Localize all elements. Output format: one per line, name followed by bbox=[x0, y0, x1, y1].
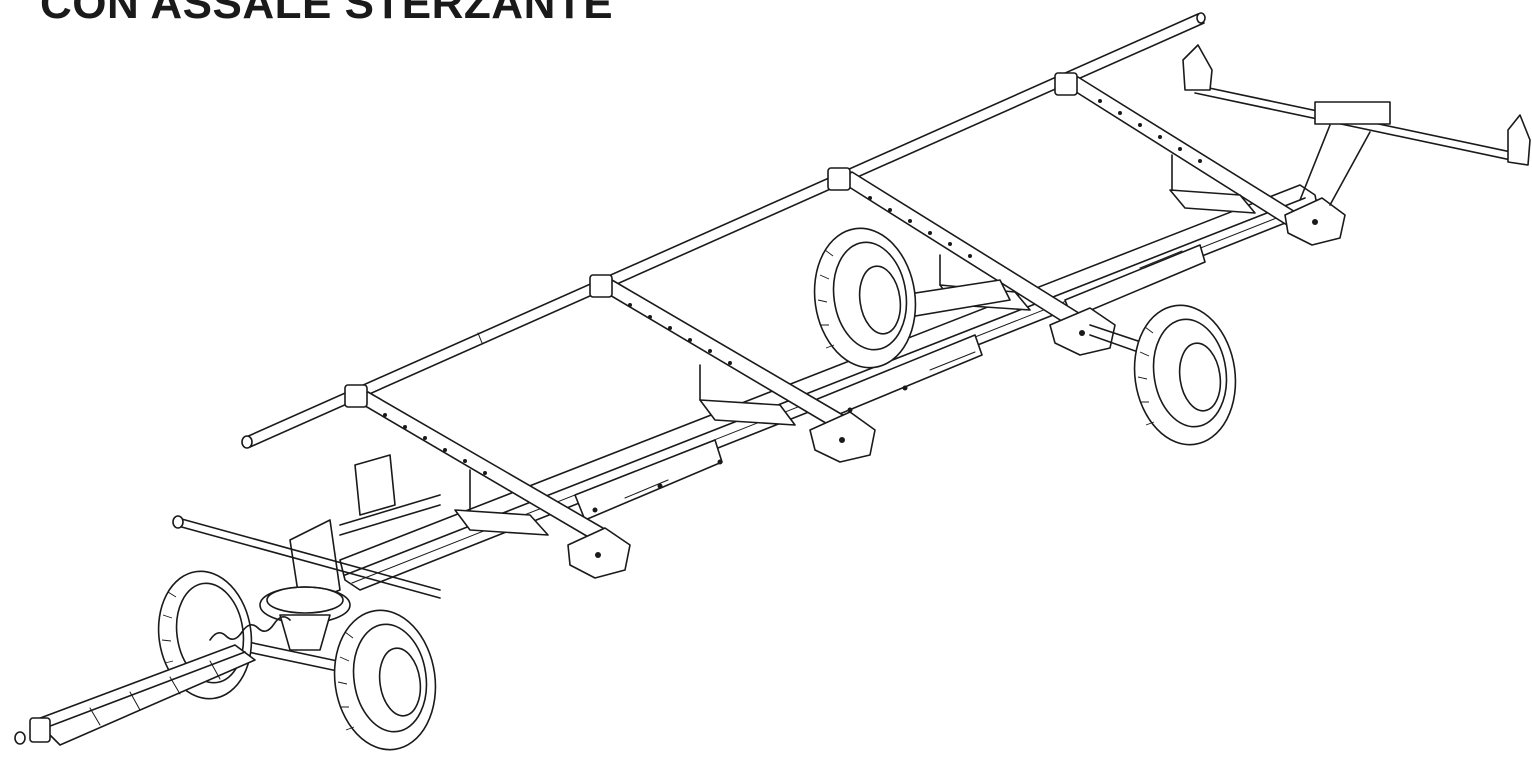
cross-arm-4 bbox=[1054, 72, 1301, 226]
latch-brackets bbox=[567, 197, 1346, 579]
front-side-bar bbox=[172, 515, 441, 599]
top-guide-rail bbox=[241, 12, 1206, 449]
front-right-wheel bbox=[333, 609, 437, 751]
rear-left-wheel bbox=[813, 227, 917, 369]
front-support-post bbox=[289, 454, 441, 606]
rear-guide-bar bbox=[1182, 44, 1531, 206]
tow-drawbar bbox=[14, 644, 256, 746]
rear-right-wheel bbox=[1133, 304, 1237, 446]
drawing-heading: CON ASSALE STERZANTE bbox=[40, 0, 614, 28]
steering-turntable bbox=[259, 586, 351, 651]
steering-spring bbox=[209, 616, 291, 641]
